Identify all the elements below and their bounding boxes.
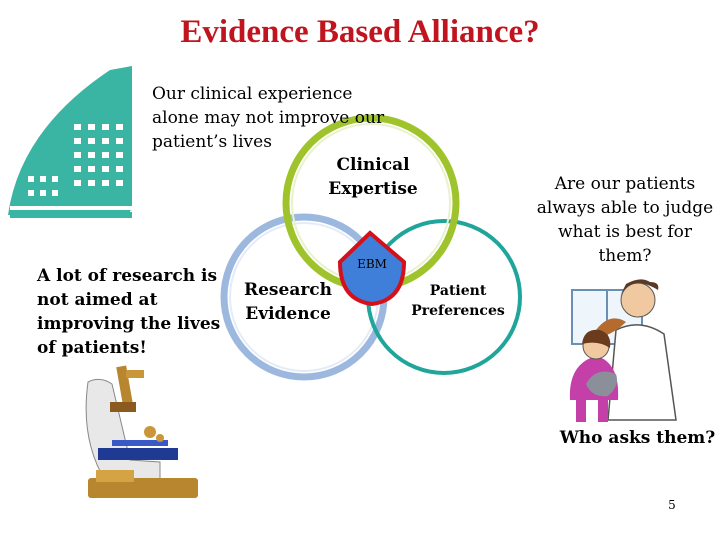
- patient-preferences-label: Patient Preferences: [411, 283, 505, 319]
- ebm-label: EBM: [357, 257, 387, 271]
- clinical-experience-note: Our clinical experience alone may not im…: [152, 84, 385, 152]
- hospital-building-icon: [8, 66, 132, 218]
- slide-title: Evidence Based Alliance?: [180, 14, 540, 50]
- research-note: A lot of research is not aimed at improv…: [37, 266, 221, 358]
- venn-diagram: [220, 114, 522, 381]
- who-asks-note: Who asks them?: [559, 428, 716, 448]
- research-evidence-label: Research Evidence: [243, 280, 332, 324]
- clinical-expertise-label: Clinical Expertise: [328, 155, 418, 199]
- microscope-icon: [85, 365, 198, 498]
- page-number: 5: [668, 498, 676, 512]
- patients-judge-note: Are our patients always able to judge wh…: [536, 174, 714, 266]
- ebm-intersection: [337, 230, 407, 307]
- vet-with-patients-icon: [569, 279, 677, 422]
